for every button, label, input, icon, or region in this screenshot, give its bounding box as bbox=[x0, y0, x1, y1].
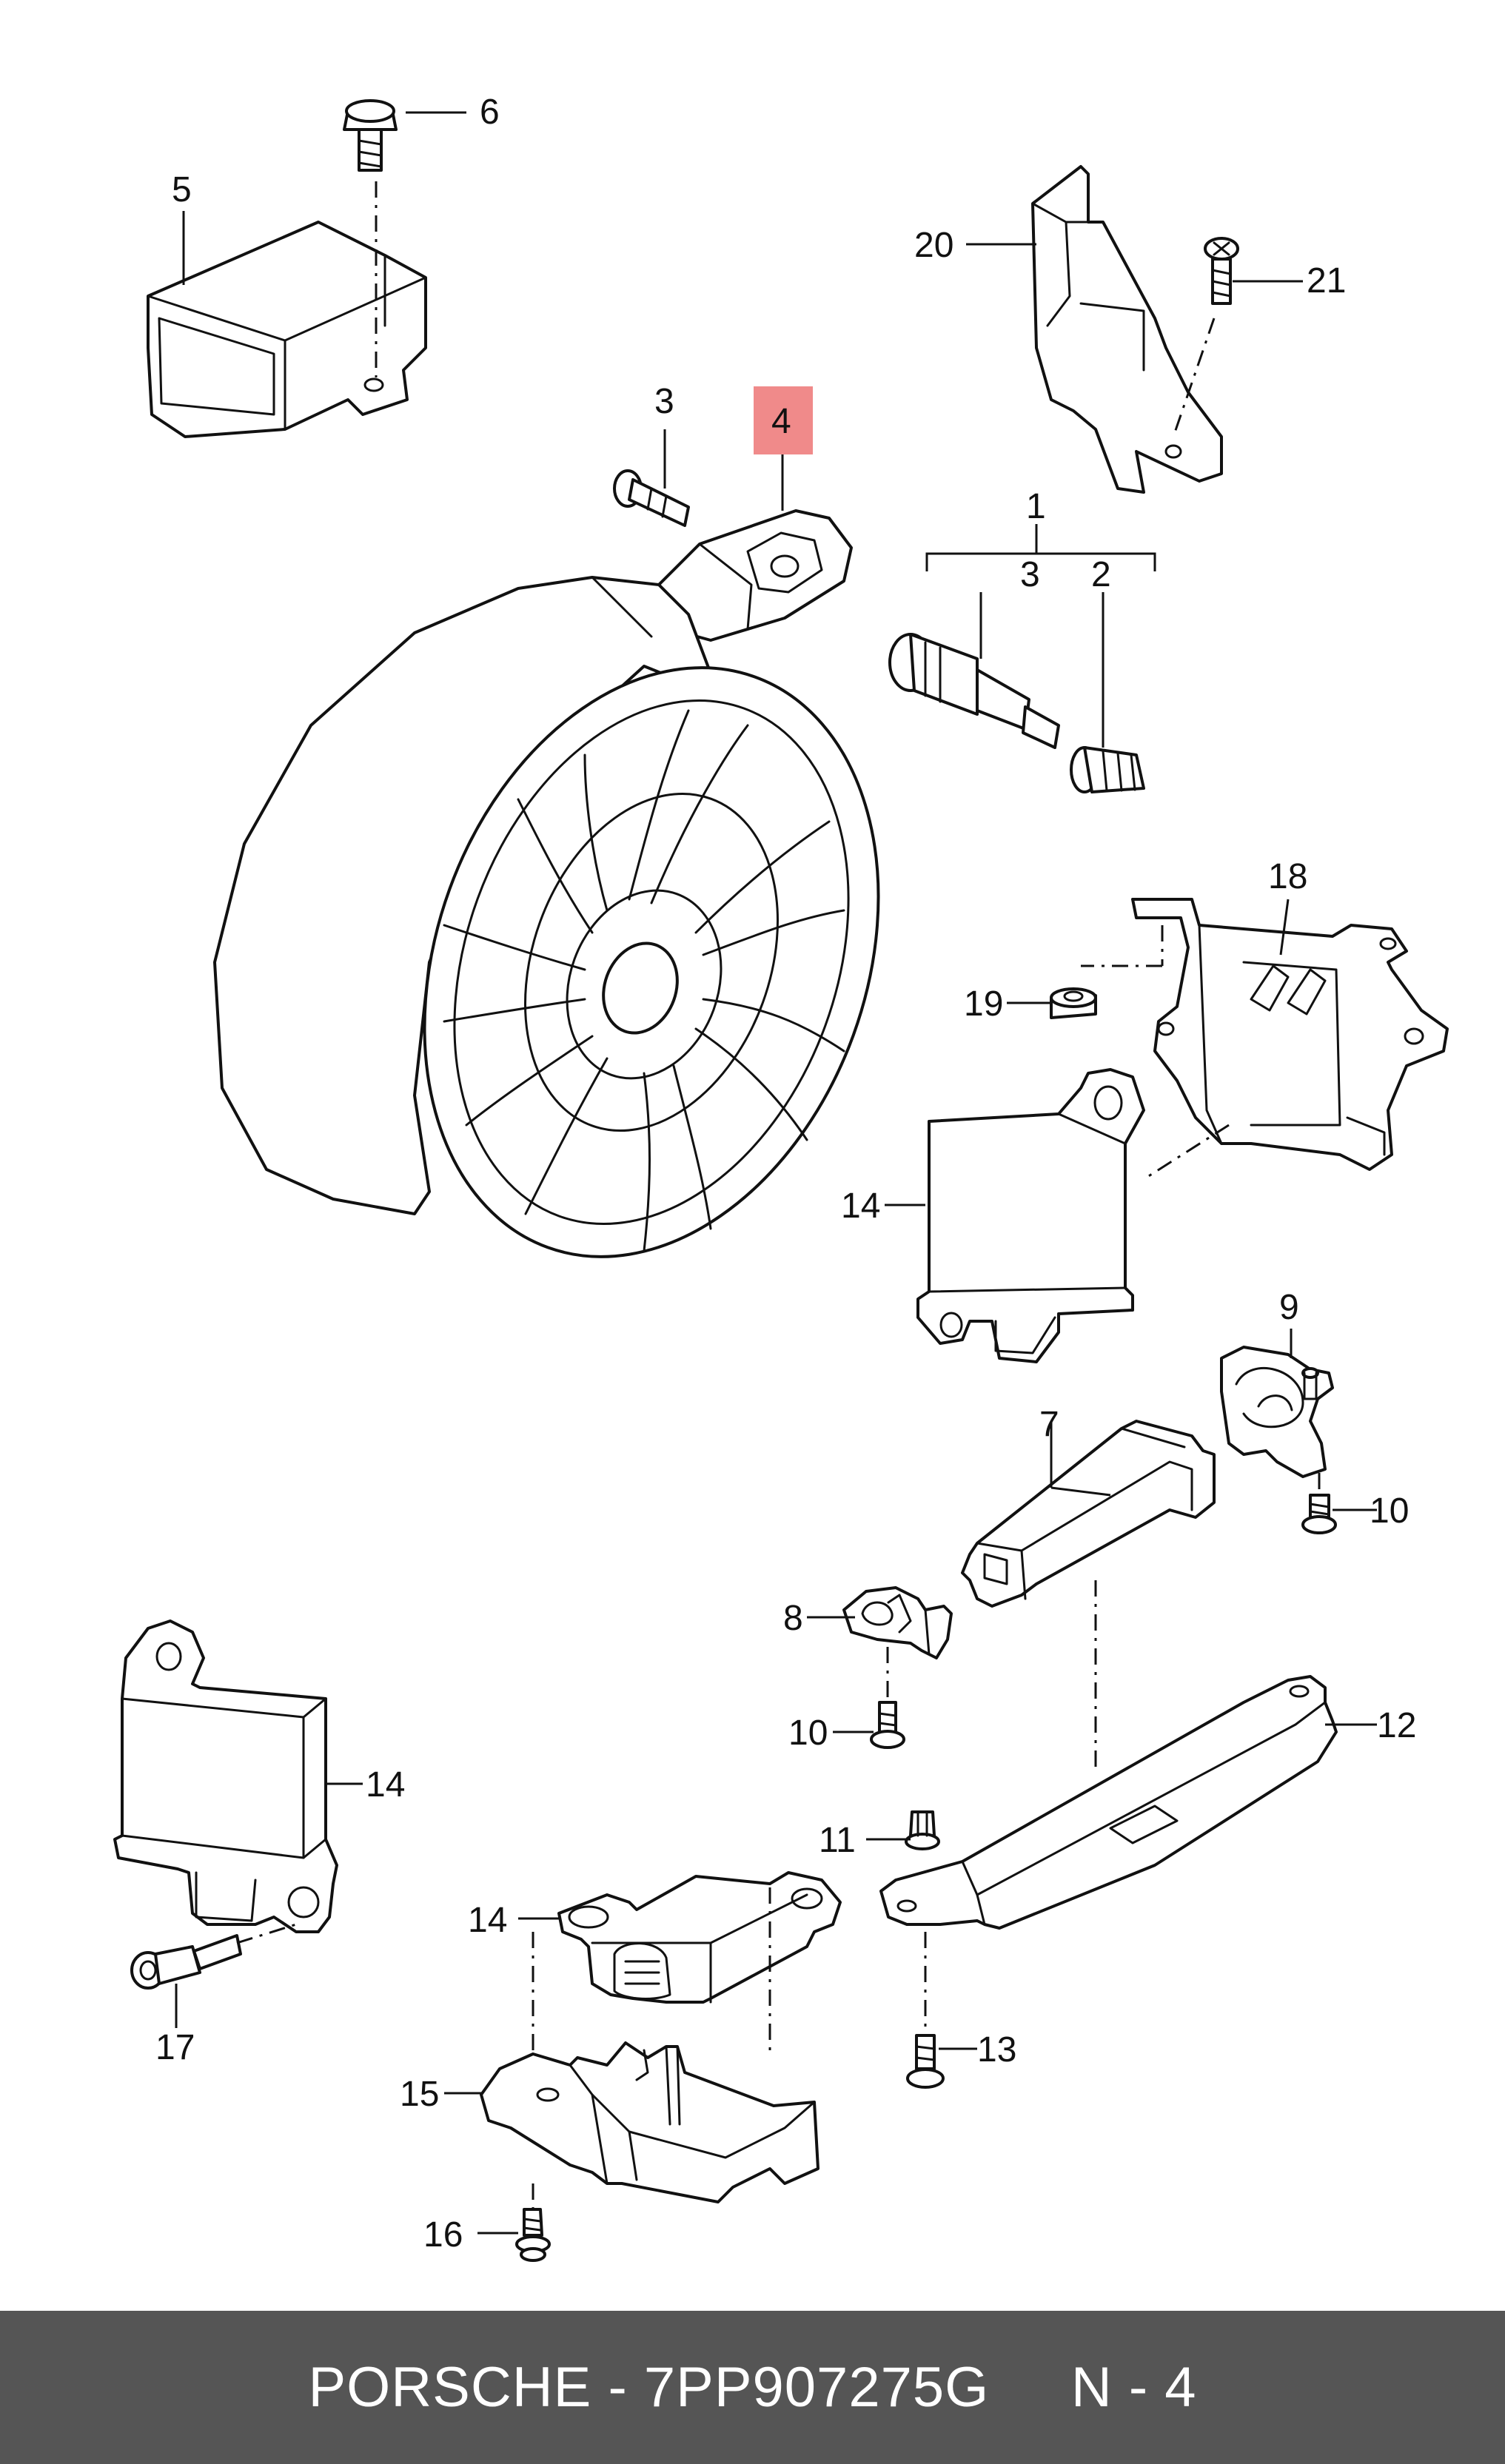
footer-bar: PORSCHE - 7PP907275G N - 4 bbox=[0, 2311, 1505, 2464]
callout-21: 21 bbox=[1307, 261, 1346, 301]
callout-3-valve: 3 bbox=[1020, 555, 1040, 594]
bolt-part-17 bbox=[130, 1923, 297, 1990]
callout-20: 20 bbox=[914, 226, 953, 265]
screw-part-10-right bbox=[1301, 1473, 1337, 1534]
callout-17: 17 bbox=[155, 2028, 195, 2067]
antenna-part-7 bbox=[961, 1420, 1216, 1608]
callout-14-upper: 14 bbox=[841, 1186, 880, 1226]
callout-8: 8 bbox=[783, 1599, 803, 1638]
nut-part-19 bbox=[1050, 987, 1097, 1019]
screw-part-13 bbox=[906, 1932, 945, 2089]
callout-18: 18 bbox=[1268, 857, 1307, 896]
tray-part-12 bbox=[879, 1675, 1338, 1930]
callout-14-left: 14 bbox=[366, 1765, 405, 1805]
callout-19: 19 bbox=[964, 984, 1003, 1024]
screw-part-16 bbox=[515, 2183, 551, 2262]
highlight-box-part-4 bbox=[754, 386, 813, 454]
screw-part-10-left bbox=[870, 1647, 905, 1749]
callout-5: 5 bbox=[172, 170, 192, 209]
callout-9: 9 bbox=[1279, 1288, 1299, 1327]
bracket-part-9 bbox=[1220, 1346, 1334, 1478]
bracket-part-20 bbox=[1031, 165, 1223, 494]
callout-4: 4 bbox=[771, 402, 791, 441]
callout-2: 2 bbox=[1091, 555, 1111, 594]
callout-10-right: 10 bbox=[1370, 1491, 1409, 1531]
leader-lines bbox=[175, 111, 1377, 2235]
callout-1: 1 bbox=[1026, 487, 1046, 526]
callout-16: 16 bbox=[423, 2215, 463, 2255]
callout-6: 6 bbox=[480, 93, 500, 132]
callout-12: 12 bbox=[1377, 1706, 1416, 1745]
callout-10-left: 10 bbox=[788, 1713, 828, 1753]
valve-stem-part-3 bbox=[888, 633, 1060, 749]
callout-15: 15 bbox=[400, 2075, 439, 2114]
callout-11: 11 bbox=[819, 1821, 856, 1860]
parts-diagram: 6 5 3 4 20 21 1 3 2 18 19 14 9 10 7 8 10… bbox=[113, 93, 1449, 2262]
control-unit-part-14-bottom bbox=[532, 1871, 842, 2058]
bolt-part-3 bbox=[613, 469, 690, 527]
callout-13: 13 bbox=[977, 2030, 1016, 2069]
callout-14-bottom: 14 bbox=[468, 1901, 507, 1940]
screw-part-21 bbox=[1172, 237, 1239, 437]
control-unit-part-5 bbox=[147, 221, 427, 438]
clip-part-8 bbox=[842, 1586, 953, 1659]
callout-labels: 6 5 3 4 20 21 1 3 2 18 19 14 9 10 7 8 10… bbox=[155, 93, 1416, 2255]
control-unit-part-14-upper bbox=[916, 1068, 1145, 1363]
bracket-part-18 bbox=[1081, 898, 1449, 1178]
bracket-part-15 bbox=[480, 2041, 819, 2203]
wheel-rim bbox=[213, 576, 880, 1258]
footer-part-number: PORSCHE - 7PP907275G N - 4 bbox=[308, 2356, 1197, 2419]
control-unit-part-14-left bbox=[113, 1619, 338, 1933]
callout-3-top: 3 bbox=[654, 382, 674, 421]
callout-7: 7 bbox=[1039, 1405, 1059, 1444]
bolt-part-6 bbox=[343, 99, 398, 377]
clip-part-11 bbox=[905, 1810, 940, 1850]
valve-cap-part-2 bbox=[1070, 746, 1145, 793]
